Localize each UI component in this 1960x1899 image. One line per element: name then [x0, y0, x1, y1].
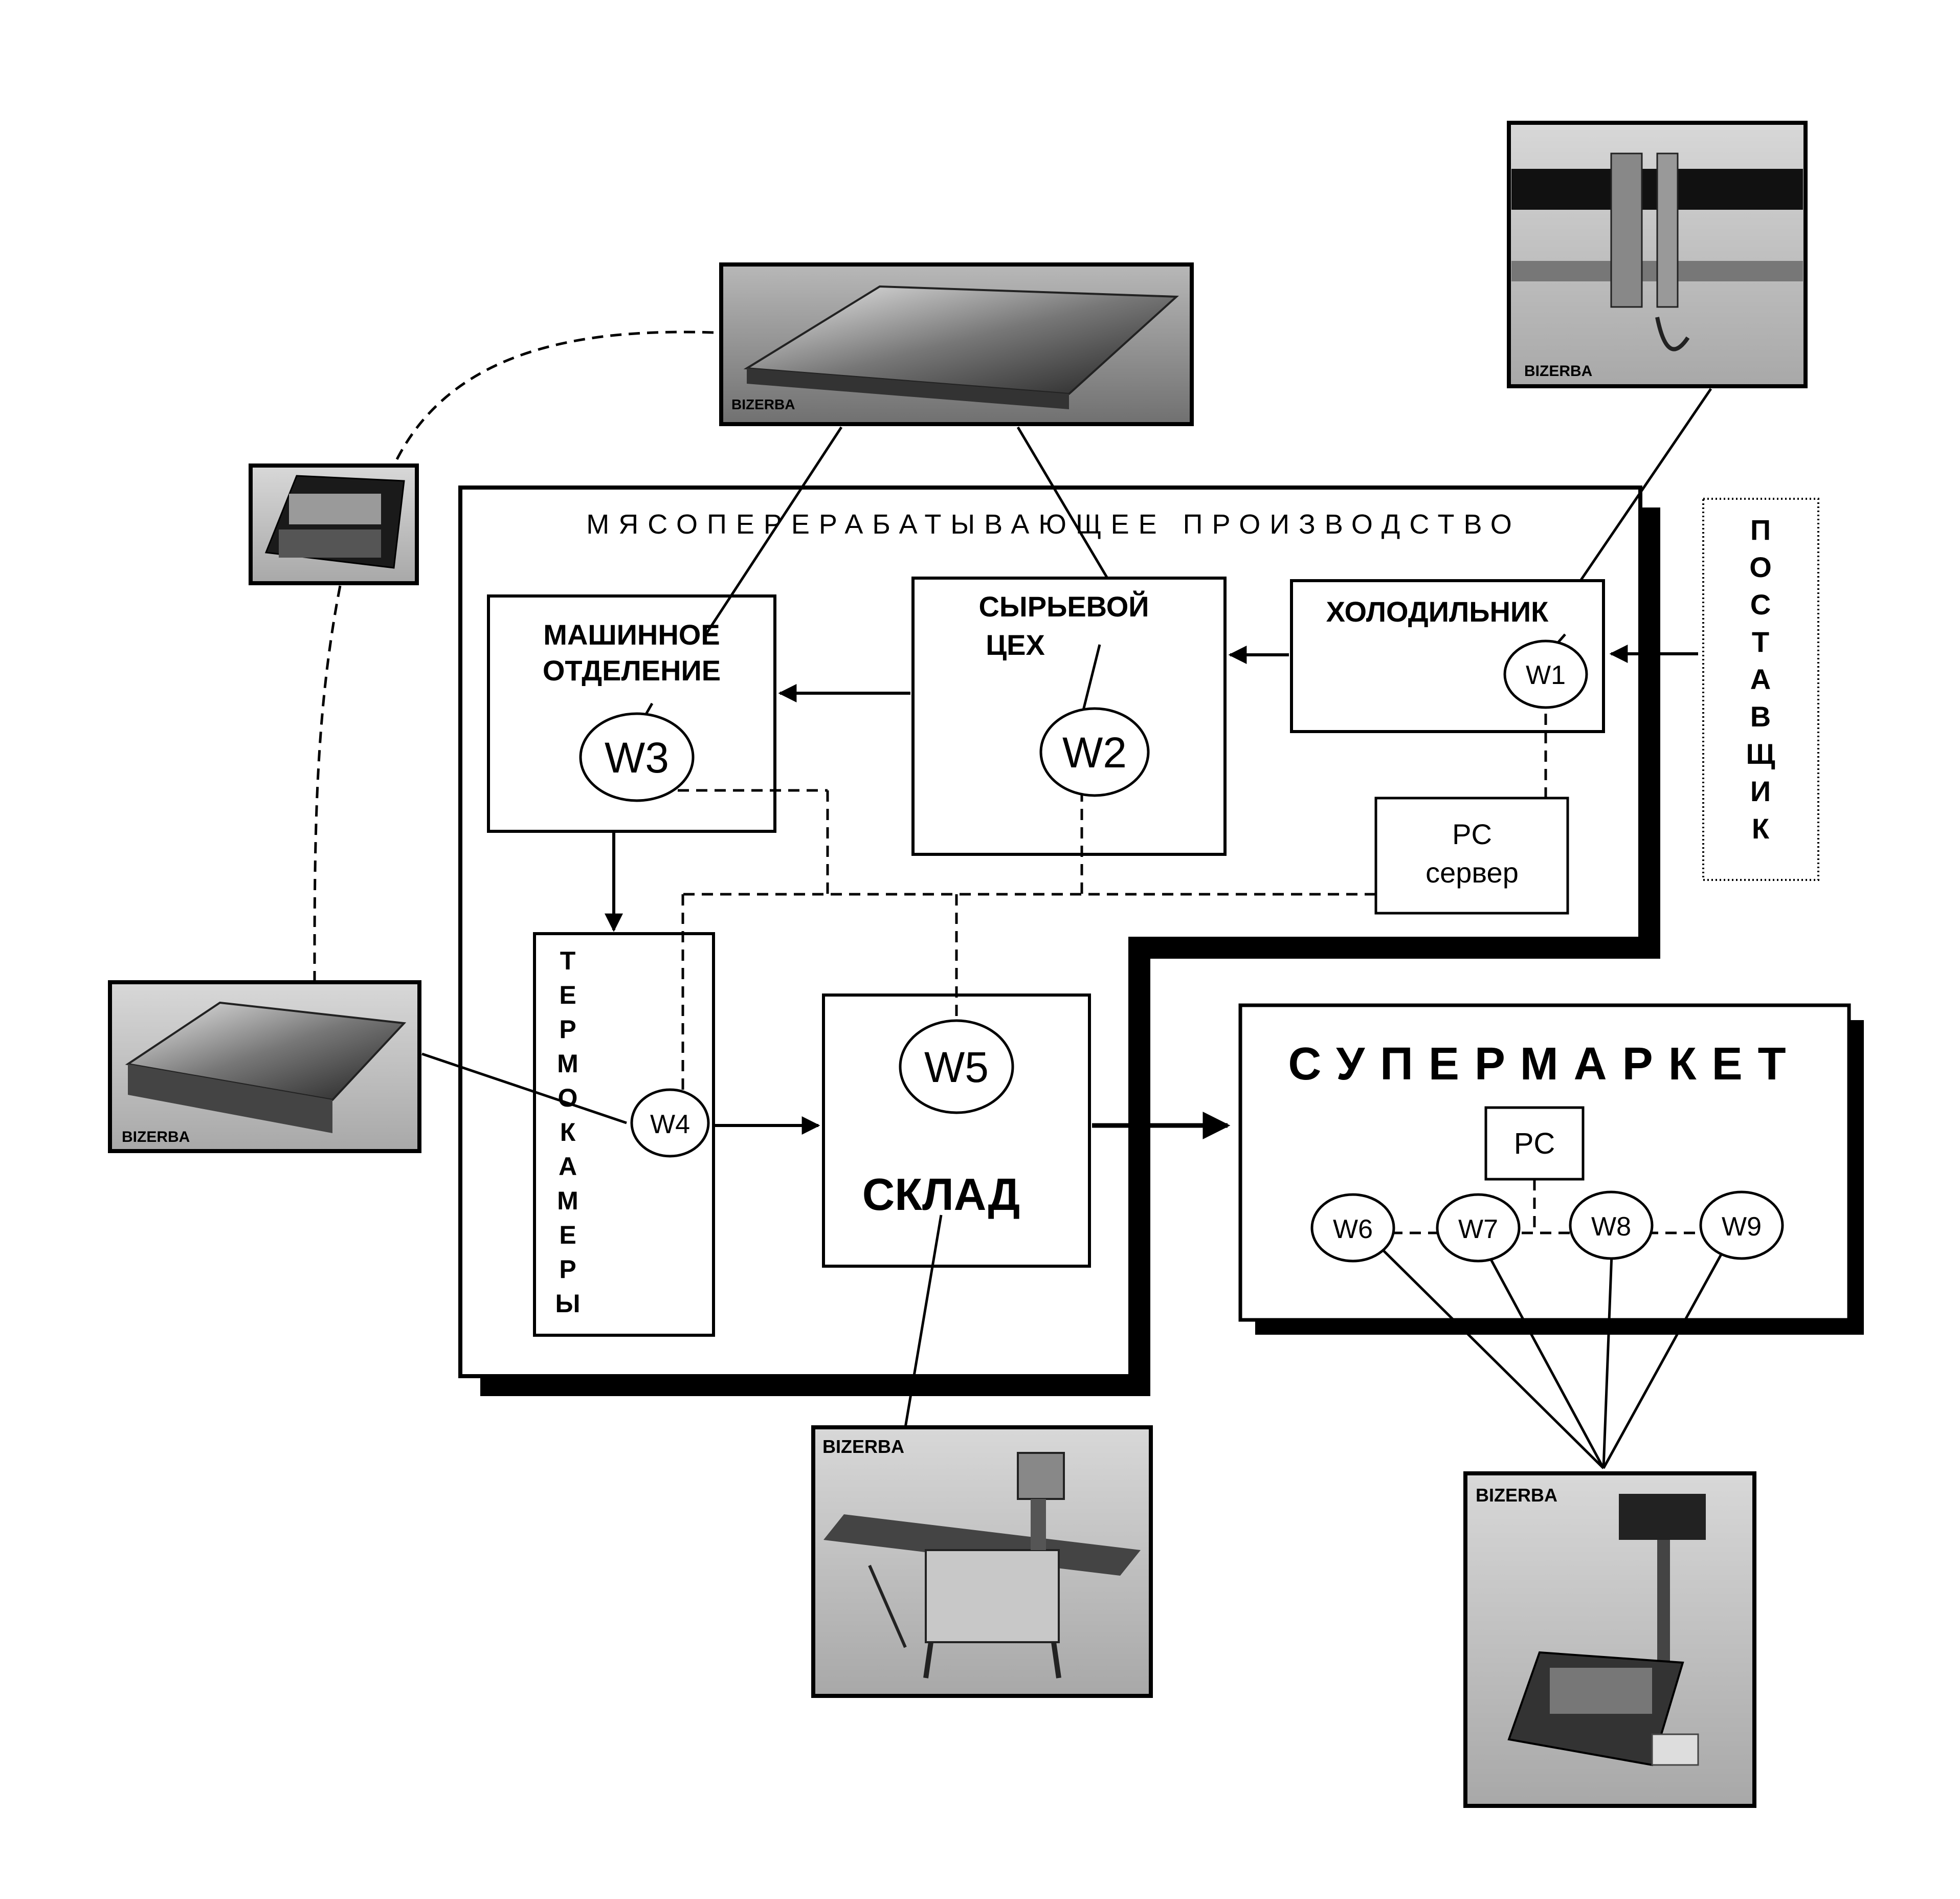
scale-node-w4 [630, 1088, 710, 1158]
w9-label: W9 [1722, 1212, 1762, 1242]
photo-checkweigher: BIZERBA [811, 1425, 1153, 1698]
brand-label: BIZERBA [1476, 1485, 1557, 1506]
warehouse-label: СКЛАД [862, 1169, 1020, 1220]
flow-arrows [605, 645, 1698, 1139]
raw-shop-line1: СЫРЬЕВОЙ [978, 590, 1149, 623]
scale-node-w2 [1039, 707, 1150, 797]
scale-nodes [579, 639, 1784, 1263]
brand-label: BIZERBA [731, 396, 795, 412]
w3-label: W3 [605, 734, 669, 782]
photo-connectors [421, 388, 1730, 1469]
network-dashed-lines [313, 330, 1703, 1234]
server-box: PC сервер [1374, 797, 1569, 915]
photo-retail-scale: BIZERBA [1463, 1471, 1756, 1808]
brand-label: BIZERBA [822, 1436, 904, 1457]
scale-node-w5 [899, 1019, 1014, 1114]
supermarket-title: СУПЕРМАРКЕТ [1288, 1039, 1801, 1090]
plant-title: МЯСОПЕРЕРАБАТЫВАЮЩЕЕ ПРОИЗВОДСТВО [586, 509, 1521, 540]
server-line1: PC [1452, 818, 1492, 850]
scale-node-w7 [1436, 1193, 1521, 1263]
w7-label: W7 [1458, 1215, 1498, 1244]
w4-label: W4 [650, 1110, 690, 1139]
supermarket-box: СУПЕРМАРКЕТ PC [1238, 1003, 1864, 1335]
supplier-box [1702, 498, 1819, 881]
photo-floor-scale-top: BIZERBA [719, 262, 1194, 426]
photo-bench-scale: BIZERBA [108, 980, 421, 1153]
scale-labels: W1 W2 W3 W4 W5 W6 W7 W8 W9 [605, 660, 1762, 1244]
w6-label: W6 [1333, 1215, 1373, 1244]
scale-node-w9 [1699, 1190, 1784, 1260]
supermarket-pc-box [1484, 1106, 1585, 1181]
photo-crane-scale: BIZERBA [1507, 121, 1808, 388]
scale-node-w1 [1503, 639, 1588, 709]
room-raw-shop: СЫРЬЕВОЙ ЦЕХ [911, 577, 1227, 856]
brand-label: BIZERBA [1524, 363, 1592, 380]
dash-terminal-to-bench-scale [313, 585, 342, 983]
cold-store-label: ХОЛОДИЛЬНИК [1326, 595, 1549, 628]
supermarket-pc-label: PC [1514, 1127, 1555, 1160]
scale-node-w8 [1569, 1190, 1654, 1260]
scale-node-w3 [579, 712, 695, 802]
machine-room-line1: МАШИННОЕ [543, 619, 720, 651]
w2-label: W2 [1062, 728, 1127, 777]
server-line2: сервер [1426, 856, 1519, 889]
scale-node-w6 [1310, 1193, 1395, 1263]
machine-room-line2: ОТДЕЛЕНИЕ [543, 654, 721, 687]
raw-shop-line2: ЦЕХ [986, 629, 1045, 661]
w1-label: W1 [1526, 660, 1566, 690]
dash-terminal-to-top-scale [392, 330, 714, 467]
brand-label: BIZERBA [122, 1129, 190, 1145]
w8-label: W8 [1591, 1212, 1631, 1242]
w5-label: W5 [924, 1043, 989, 1091]
photo-weighing-terminal [249, 463, 419, 585]
